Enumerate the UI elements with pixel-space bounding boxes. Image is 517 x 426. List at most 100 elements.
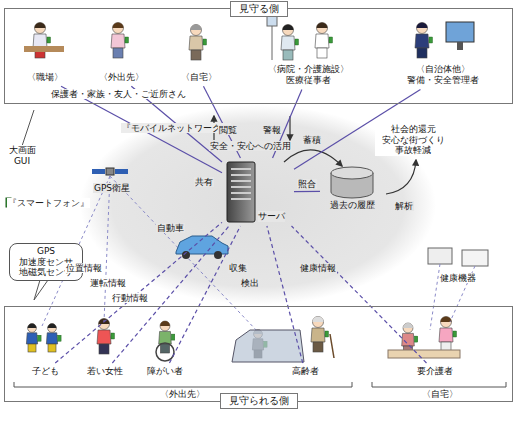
annotation-label: 閲覧 [218,125,238,136]
connector-line [55,222,222,363]
callout-line [22,110,34,146]
place-box: 〈外出先〉 [97,71,146,84]
annotation-label: 『モバイルネットワーク』 [121,123,231,134]
connector-line [267,226,303,363]
patient-figure-part [283,50,293,60]
home-person-part [189,36,203,50]
care-receiver-part [402,333,415,346]
node-title: 〈自宅〉 [181,72,217,83]
node-title: サーバ [258,211,285,222]
server-icon [226,161,256,223]
smartphone-icon [453,331,457,337]
outing-person-part [113,23,124,34]
annotation-label: 運転情報 [89,278,127,289]
node-caption: 医療従事者 [268,75,349,86]
smartphone-icon [125,37,129,43]
outing-person-part [111,34,125,48]
blood-pressure-meter [428,248,452,264]
home-bed [388,350,460,358]
smartphone-icon [58,335,62,341]
node-title: 〈職場〉 [27,72,63,83]
care-receiver-part [403,323,413,328]
child-figure-part [28,324,37,328]
child-figure [46,324,61,352]
group-bracket [14,382,352,387]
annotation-label: 位置情報 [65,263,103,274]
place-box: 障がい者 [145,365,185,378]
patient-figure [281,25,299,61]
annotation-label: 健康機器 [439,273,477,284]
wheelchair-user-part [160,321,170,331]
place-box: 〈職場〉 [25,71,65,84]
guard-figure-part [415,34,429,48]
database-icon [329,166,375,200]
server-icon-part [231,198,251,200]
server-icon-part [231,180,251,182]
smartphone-icon [171,334,175,340]
server-icon-part [231,192,251,194]
smartphone-icon [414,336,418,342]
patient-figure-part [281,36,295,50]
gps-satellite [92,168,128,175]
pc-stand [457,42,463,50]
elderly-figure-part [313,317,324,328]
annotation-label: 社会的還元 安心な街づくり 事故軽減 [375,124,451,156]
database-node: 過去の履歴 [322,166,382,216]
annotation-label: 大画面 GUI [1,145,43,167]
outing-person-part [113,23,124,29]
care-receiver-part [403,323,413,333]
annotation-label: 検出 [240,278,260,289]
place-box: 〈自宅〉 [179,71,219,84]
annotation-label: 行動情報 [111,293,149,304]
home-person-part [191,50,201,60]
place-box: 〈病院・介護施設〉医療従事者 [266,63,351,88]
child-figure-part [28,324,37,333]
annotation-label: 解析 [394,201,414,212]
office-desk [24,46,64,52]
annotation-label: 健康情報 [299,263,337,274]
connector-line [294,191,320,192]
pc-monitor [446,22,474,42]
annotation-label: 共有 [194,177,214,188]
server-icon-part [231,186,251,188]
place-box: 高齢者 [290,365,321,378]
bubble-tail [34,280,48,300]
elderly-figure-part [313,342,323,352]
server-icon-part [231,168,251,170]
child-figure-part [48,324,57,328]
office-worker-part [35,23,46,34]
smartphone-icon [295,39,299,45]
group-panel: 見守られる側子ども若い女性障がい者高齢者要介護者 [4,306,513,402]
child-figure-part [26,333,37,344]
place-box: 〈自治体他〉警備・安全管理者 [405,63,481,88]
panel-heading: 見守る側 [230,1,288,17]
office-worker [33,23,51,59]
guard-figure-part [417,48,427,58]
guard-figure-part [417,23,428,29]
connector-line [169,226,240,363]
car-icon-part [214,251,222,259]
home-person-part [191,25,202,31]
young-woman-part [99,344,109,354]
gps-satellite-part [115,169,128,174]
node-title: 高齢者 [292,366,319,377]
database-icon-part [331,167,373,179]
node-title: 〈外出先〉 [99,72,144,83]
young-woman [97,319,115,355]
nurse-figure-part [317,48,327,58]
child-figure-part [48,344,56,352]
nurse-figure-part [315,34,329,48]
connector-line [292,226,427,363]
wheelchair-user-part [161,344,170,353]
node-title: 過去の履歴 [322,200,382,211]
annotation-label: 蓄積 [302,135,322,146]
smartphone-icon [111,333,115,339]
annotation-label: 保護者・家族・友人・ご近所さん [50,89,187,100]
node-title: 障がい者 [147,366,183,377]
outing-person-part [113,48,123,58]
drip-bag [267,16,277,26]
annotation-label: 〈外出先〉 [159,389,206,400]
server-icon-part [227,162,255,222]
nurse-figure [315,23,333,59]
